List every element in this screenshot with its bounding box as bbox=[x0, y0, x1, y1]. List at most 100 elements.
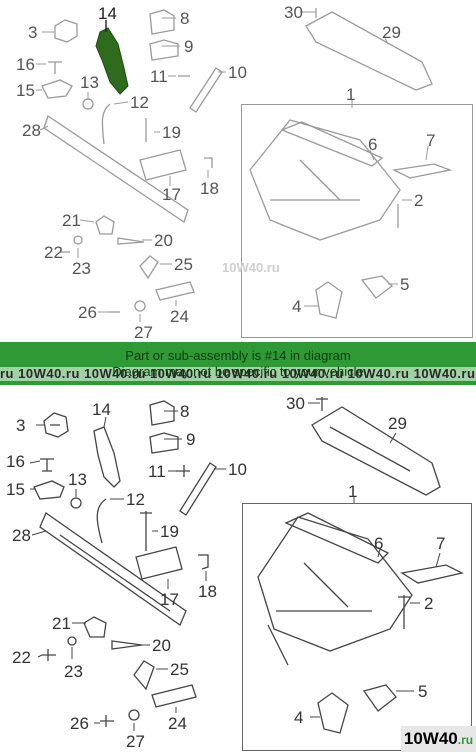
callout-top-13: 13 bbox=[80, 73, 99, 92]
callout-28: 28 bbox=[12, 526, 31, 545]
part-25-shape bbox=[139, 255, 159, 280]
callout-top-15: 15 bbox=[16, 81, 35, 100]
part-4-shape bbox=[315, 281, 343, 319]
banner-watermark-row: ru 10W40.ru 10W40.ru 10W40.ru 10W40.ru 1… bbox=[0, 366, 476, 381]
part-17-shape bbox=[139, 149, 187, 181]
callout-1: 1 bbox=[348, 482, 357, 501]
callout-30: 30 bbox=[286, 394, 305, 413]
callout-5: 5 bbox=[418, 682, 427, 701]
part-28-drawing bbox=[39, 512, 187, 626]
part-15-drawing bbox=[33, 480, 65, 500]
callout-top-10: 10 bbox=[228, 63, 247, 82]
callout-7: 7 bbox=[436, 534, 445, 553]
callout-top-23: 23 bbox=[72, 259, 91, 278]
part-6-shape bbox=[280, 121, 384, 167]
info-banner: Part or sub-assembly is #14 in diagram r… bbox=[0, 342, 476, 385]
leader-lines-top bbox=[36, 11, 429, 322]
callout-13: 13 bbox=[68, 470, 87, 489]
callout-top-20: 20 bbox=[154, 231, 173, 250]
part-7-drawing bbox=[400, 564, 464, 584]
watermark-top: 10W40.ru bbox=[222, 260, 280, 275]
callout-top-27: 27 bbox=[134, 323, 153, 342]
callout-11: 11 bbox=[148, 462, 166, 481]
part-11-drawing bbox=[176, 465, 190, 477]
part-13-shape bbox=[82, 98, 94, 110]
callout-24: 24 bbox=[168, 714, 187, 733]
part-29-shape bbox=[305, 11, 433, 91]
callout-top-2: 2 bbox=[414, 191, 423, 210]
part-5-drawing bbox=[362, 684, 397, 712]
diagram-top-svg: 3 16 15 13 14 12 8 9 11 10 28 19 17 18 2… bbox=[16, 3, 453, 342]
callout-top-25: 25 bbox=[174, 255, 193, 274]
callout-top-8: 8 bbox=[180, 9, 189, 28]
callout-17: 17 bbox=[160, 590, 179, 609]
assembly-1-box bbox=[242, 503, 472, 751]
part-26-drawing bbox=[100, 715, 114, 727]
part-10-shape bbox=[189, 67, 223, 113]
callout-top-12: 12 bbox=[130, 93, 149, 112]
callout-14: 14 bbox=[92, 400, 111, 419]
callout-29: 29 bbox=[388, 414, 407, 433]
callout-top-11: 11 bbox=[150, 67, 168, 86]
site-logo: 10W40.ru bbox=[401, 726, 476, 752]
part-18-drawing bbox=[198, 554, 209, 570]
part-19-drawing bbox=[140, 511, 152, 551]
callout-26: 26 bbox=[70, 714, 89, 733]
callout-top-7: 7 bbox=[426, 131, 435, 150]
part-29-drawing bbox=[311, 406, 441, 496]
callout-6: 6 bbox=[374, 534, 383, 553]
callout-top-26: 26 bbox=[78, 303, 97, 322]
part-17-drawing bbox=[135, 546, 183, 580]
part-6-drawing bbox=[284, 512, 390, 564]
callout-18: 18 bbox=[198, 582, 217, 601]
part-21-shape bbox=[95, 215, 115, 235]
callout-20: 20 bbox=[152, 636, 171, 655]
part-16-shape bbox=[48, 61, 62, 74]
part-4-drawing bbox=[317, 692, 349, 734]
part-18-shape bbox=[204, 157, 213, 168]
part-22-drawing bbox=[42, 649, 56, 661]
part-30-drawing bbox=[316, 397, 328, 411]
callout-top-16: 16 bbox=[16, 55, 35, 74]
banner-line-1: Part or sub-assembly is #14 in diagram bbox=[125, 348, 351, 363]
logo-suffix-text: .ru bbox=[457, 733, 474, 747]
callout-top-9: 9 bbox=[184, 37, 193, 56]
callout-27: 27 bbox=[126, 732, 145, 751]
part-9-drawing bbox=[149, 432, 179, 454]
callout-top-22: 22 bbox=[44, 243, 63, 262]
banner-line-2: Diagram may not be specific to your vehi… bbox=[112, 364, 364, 379]
callout-12: 12 bbox=[126, 490, 145, 509]
callout-8: 8 bbox=[180, 402, 189, 421]
part-7-shape bbox=[391, 163, 453, 179]
part-14-highlight-shape bbox=[95, 27, 129, 95]
callout-19: 19 bbox=[160, 522, 179, 541]
callout-9: 9 bbox=[186, 430, 195, 449]
callout-10: 10 bbox=[228, 460, 247, 479]
callout-16: 16 bbox=[6, 452, 25, 471]
part-23-shape bbox=[73, 235, 83, 245]
callout-top-1: 1 bbox=[346, 85, 355, 104]
callout-top-18: 18 bbox=[200, 179, 219, 198]
part-20-drawing bbox=[111, 640, 143, 650]
assembly-1-box-top bbox=[241, 104, 473, 338]
part-2-drawing bbox=[398, 595, 410, 629]
callout-top-30: 30 bbox=[284, 3, 303, 22]
callout-top-4: 4 bbox=[292, 297, 301, 316]
part-28-shape bbox=[43, 114, 189, 224]
banner-watermark-strip bbox=[0, 367, 476, 381]
callout-22: 22 bbox=[12, 648, 31, 667]
callout-2: 2 bbox=[424, 594, 433, 613]
callout-23: 23 bbox=[64, 662, 83, 681]
callout-25: 25 bbox=[170, 660, 189, 679]
part-10-drawing bbox=[179, 462, 217, 516]
callout-labels-top: 3 16 15 13 14 12 8 9 11 10 28 19 17 18 2… bbox=[16, 3, 435, 342]
part-27-shape bbox=[134, 300, 146, 312]
part-14-drawing bbox=[93, 426, 121, 488]
part-27-drawing bbox=[128, 709, 140, 721]
part-24-drawing bbox=[151, 684, 197, 708]
callout-15: 15 bbox=[6, 480, 25, 499]
logo-main-text: 10W40 bbox=[403, 729, 458, 748]
part-1-shape bbox=[249, 119, 401, 241]
callout-top-5: 5 bbox=[400, 275, 409, 294]
callout-labels-bottom: 3 14 16 15 13 12 8 9 11 10 28 19 17 18 2… bbox=[6, 394, 445, 751]
